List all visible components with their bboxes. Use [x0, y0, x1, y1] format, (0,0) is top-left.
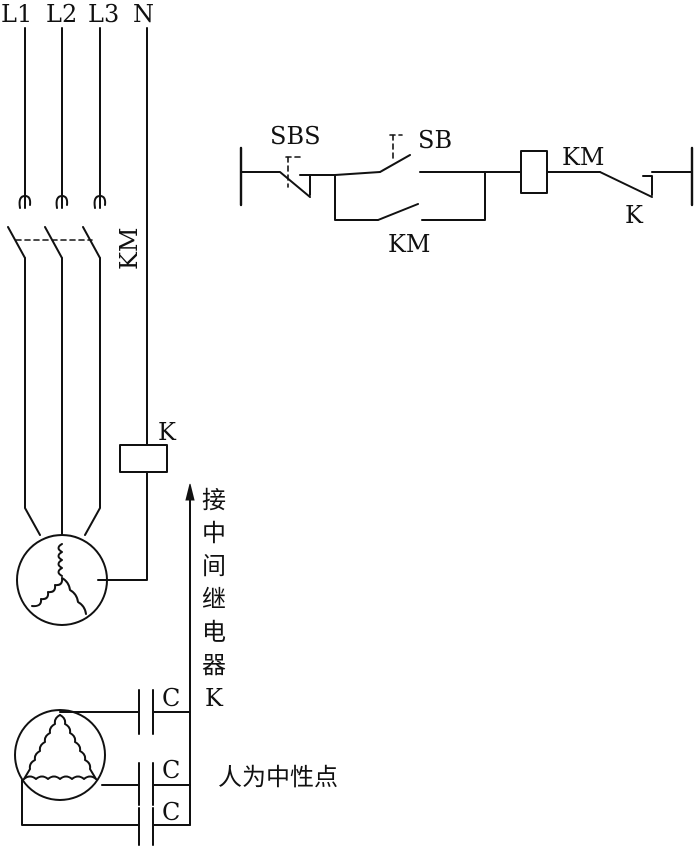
label-k-contact: K — [625, 201, 644, 229]
label-l1: L1 — [1, 0, 32, 28]
supply-lines-lower — [24, 257, 101, 536]
label-km-main: KM — [115, 227, 143, 270]
label-c1: C — [162, 684, 180, 712]
label-km-coil: KM — [562, 143, 605, 171]
label-l3: L3 — [88, 0, 119, 28]
control-circuit — [239, 134, 694, 221]
label-relay-k: K — [158, 418, 177, 446]
note-char-1: 接 — [202, 486, 226, 514]
motor-star — [16, 534, 108, 626]
relay-coil-k — [119, 444, 168, 473]
relay-feed-arrow — [185, 483, 195, 826]
label-c2: C — [162, 756, 180, 784]
note-char-4: 继 — [202, 585, 226, 613]
label-sb: SB — [418, 126, 452, 154]
label-km-hold: KM — [388, 230, 431, 258]
label-artificial-neutral: 人为中性点 — [218, 763, 338, 791]
motor-delta — [14, 709, 106, 801]
label-to-relay-k: K — [205, 684, 224, 712]
label-l2: L2 — [46, 0, 77, 28]
capacitor-c2 — [138, 762, 154, 806]
supply-lines-upper — [24, 27, 148, 446]
note-char-5: 电 — [202, 618, 226, 646]
note-char-2: 中 — [202, 519, 226, 547]
capacitor-c3 — [138, 807, 154, 846]
neutral-return-wire — [97, 471, 148, 581]
note-char-6: 器 — [202, 651, 226, 679]
main-contactor-km — [7, 195, 107, 259]
capacitor-wiring — [21, 711, 191, 826]
label-sbs: SBS — [270, 122, 321, 150]
label-n: N — [133, 0, 154, 28]
capacitor-c1 — [138, 689, 154, 735]
label-c3: C — [162, 798, 180, 826]
note-char-3: 间 — [202, 552, 226, 580]
